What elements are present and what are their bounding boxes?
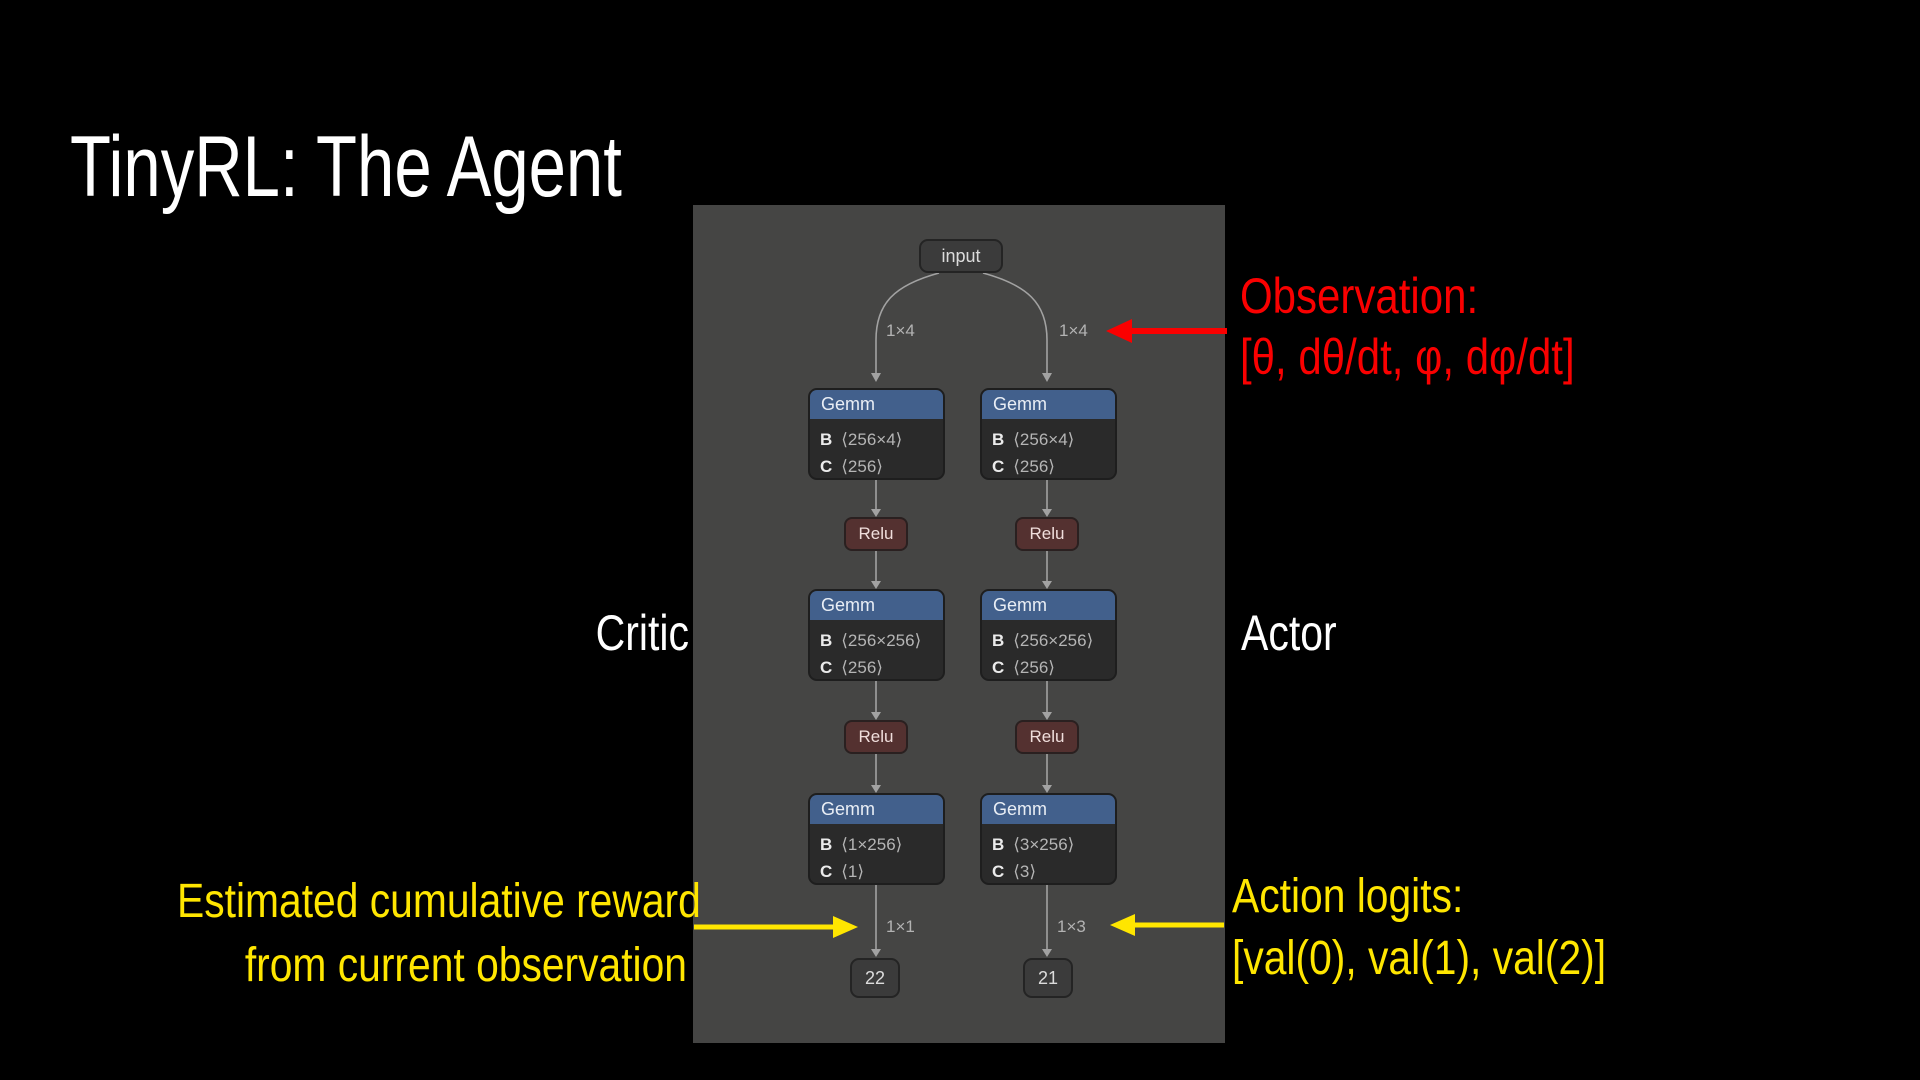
critic-gemm2-node: Gemm B ⟨256×256⟩ C ⟨256⟩: [808, 589, 945, 681]
observation-line1: Observation:: [1240, 268, 1479, 324]
critic-gemm3-node: Gemm B ⟨1×256⟩ C ⟨1⟩: [808, 793, 945, 885]
critic-relu1-node: Relu: [844, 517, 908, 551]
reward-line1: Estimated cumulative reward: [177, 875, 701, 928]
action-line1: Action logits:: [1232, 870, 1464, 923]
reward-arrow: [694, 916, 858, 938]
param-b-label: B: [992, 835, 1005, 854]
critic-output-node: 22: [850, 958, 900, 998]
edge-label-critic-in: 1×4: [886, 321, 915, 340]
edge-input-critic: [875, 272, 940, 373]
graph-edges: 1×4 1×4 1×1 1×3: [871, 272, 1088, 957]
param-b-shape: ⟨256×4⟩: [841, 430, 903, 449]
gemm-op-label: Gemm: [810, 591, 943, 620]
param-b-label: B: [992, 631, 1005, 650]
slide-title: TinyRL: The Agent: [70, 119, 622, 215]
gemm-op-label: Gemm: [810, 390, 943, 419]
param-c-label: C: [820, 862, 833, 881]
param-c-shape: ⟨1⟩: [841, 862, 865, 881]
gemm-op-label: Gemm: [982, 591, 1115, 620]
param-b-label: B: [992, 430, 1005, 449]
reward-annotation: Estimated cumulative reward from current…: [177, 870, 701, 998]
observation-line2: [θ, dθ/dt, φ, dφ/dt]: [1240, 329, 1575, 385]
edge-label-actor-out: 1×3: [1057, 917, 1086, 936]
param-c-label: C: [992, 658, 1005, 677]
actor-relu1-node: Relu: [1015, 517, 1079, 551]
critic-relu2-node: Relu: [844, 720, 908, 754]
critic-label: Critic: [595, 605, 689, 661]
param-c-shape: ⟨256⟩: [1013, 457, 1055, 476]
param-b-shape: ⟨1×256⟩: [841, 835, 903, 854]
param-c-shape: ⟨256⟩: [1013, 658, 1055, 677]
actor-label: Actor: [1241, 605, 1337, 661]
param-b-shape: ⟨256×256⟩: [1013, 631, 1094, 650]
action-arrow: [1110, 914, 1224, 936]
reward-line2: from current observation: [244, 939, 687, 992]
gemm-op-label: Gemm: [982, 390, 1115, 419]
observation-annotation: Observation: [θ, dθ/dt, φ, dφ/dt]: [1240, 266, 1575, 388]
edge-label-critic-out: 1×1: [886, 917, 915, 936]
edge-arrowheads: [871, 373, 1052, 957]
param-b-label: B: [820, 430, 833, 449]
param-b-shape: ⟨3×256⟩: [1013, 835, 1075, 854]
action-annotation: Action logits: [val(0), val(1), val(2)]: [1232, 866, 1606, 990]
param-b-label: B: [820, 631, 833, 650]
actor-output-node: 21: [1023, 958, 1073, 998]
param-c-label: C: [820, 457, 833, 476]
input-node: input: [919, 239, 1003, 273]
param-c-shape: ⟨3⟩: [1013, 862, 1037, 881]
edge-label-actor-in: 1×4: [1059, 321, 1088, 340]
actor-gemm1-node: Gemm B ⟨256×4⟩ C ⟨256⟩: [980, 388, 1117, 480]
gemm-op-label: Gemm: [810, 795, 943, 824]
param-b-shape: ⟨256×4⟩: [1013, 430, 1075, 449]
observation-arrow: [1106, 319, 1227, 343]
param-c-label: C: [992, 862, 1005, 881]
model-graph-panel: 1×4 1×4 1×1 1×3 input Gemm B ⟨256×4⟩ C ⟨25…: [693, 205, 1225, 1043]
gemm-op-label: Gemm: [982, 795, 1115, 824]
param-b-shape: ⟨256×256⟩: [841, 631, 922, 650]
param-c-shape: ⟨256⟩: [841, 457, 883, 476]
param-b-label: B: [820, 835, 833, 854]
actor-gemm2-node: Gemm B ⟨256×256⟩ C ⟨256⟩: [980, 589, 1117, 681]
critic-gemm1-node: Gemm B ⟨256×4⟩ C ⟨256⟩: [808, 388, 945, 480]
param-c-label: C: [992, 457, 1005, 476]
actor-relu2-node: Relu: [1015, 720, 1079, 754]
param-c-label: C: [820, 658, 833, 677]
edge-input-actor: [982, 272, 1048, 373]
param-c-shape: ⟨256⟩: [841, 658, 883, 677]
action-line2: [val(0), val(1), val(2)]: [1232, 932, 1607, 985]
actor-gemm3-node: Gemm B ⟨3×256⟩ C ⟨3⟩: [980, 793, 1117, 885]
